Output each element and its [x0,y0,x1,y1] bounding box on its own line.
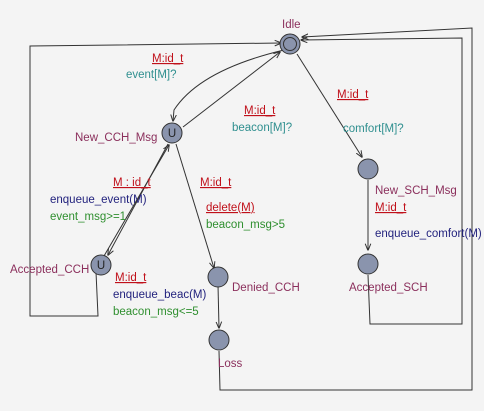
location-name-new-sch-msg: New_SCH_Msg [375,185,457,197]
location-name-idle: Idle [282,19,301,31]
location-accepted-cch [90,254,112,276]
edge-comfort-sync: comfort[M]? [343,123,404,135]
urgent-mark-new-cch: U [168,128,176,140]
edge-enqueue-comfort-update: enqueue_comfort(M) [375,228,482,240]
edge-enqueue-event-guard: event_msg>=1 [50,211,126,223]
edge-enqueue-event-select: M : id_t [113,177,152,189]
urgent-mark-accepted-cch: U [97,260,105,272]
edge-enqueue-comfort-select: M:id_t [375,202,407,214]
edge-beacon [182,52,280,128]
edge-denied-loss [218,284,219,328]
edge-loss-idle [218,27,473,391]
location-loss [208,329,230,351]
edge-beacon-sync: beacon[M]? [232,122,292,134]
location-new-sch-msg [357,158,379,180]
edge-delete-guard: beacon_msg>5 [206,219,285,231]
edge-accepted-sch-idle [301,38,463,325]
edge-comfort-select: M:id_t [337,89,369,101]
edge-event [173,49,285,121]
location-idle [279,33,301,55]
location-name-loss: Loss [218,358,243,370]
location-new-cch-msg [161,122,183,144]
edge-beacon-select: M:id_t [244,105,276,117]
edge-enqueue-event-update: enqueue_event(M) [50,194,147,206]
edge-event-sync: event[M]? [126,69,177,81]
edge-enqueue-beac-update: enqueue_beac(M) [113,289,207,301]
edge-comfort [296,53,362,157]
edge-delete [175,143,214,268]
location-name-accepted-cch: Accepted_CCH [10,264,89,276]
edge-event-select: M:id_t [152,53,184,65]
location-name-new-cch-msg: New_CCH_Msg [75,132,157,144]
location-accepted-sch [357,253,379,275]
edge-enqueue-beac-guard: beacon_msg<=5 [113,306,199,318]
edge-enqueue-beac [103,145,169,257]
location-name-denied-cch: Denied_CCH [232,282,300,294]
location-name-accepted-sch: Accepted_SCH [349,282,428,294]
edge-delete-select: M:id_t [200,177,232,189]
location-denied-cch [207,266,229,288]
edge-enqueue-event [108,143,169,255]
edge-delete-update: delete(M) [206,202,255,214]
edge-accepted-cch-idle [29,43,281,317]
edge-enqueue-beac-select: M:id_t [115,272,147,284]
